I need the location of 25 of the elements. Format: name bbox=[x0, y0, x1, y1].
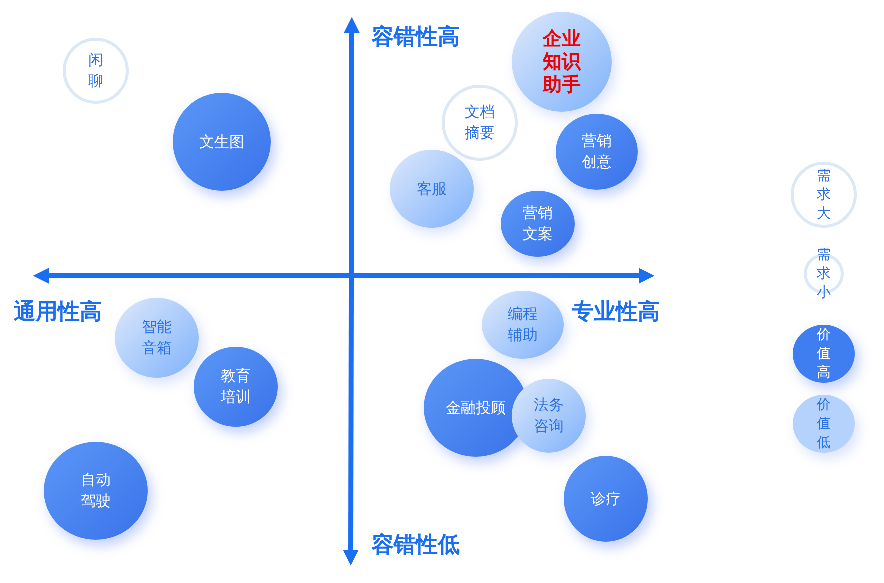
bubble-label: 智能音箱 bbox=[141, 317, 173, 359]
bubble bbox=[512, 379, 586, 453]
bubble-label: 自动驾驶 bbox=[80, 470, 112, 512]
axis-label: 容错性高 bbox=[372, 24, 460, 52]
axis-label: 专业性高 bbox=[572, 298, 660, 327]
bubble-label: 诊疗 bbox=[590, 488, 622, 510]
axis-label: 通用性高 bbox=[14, 298, 102, 327]
bubble-label: 教育培训 bbox=[220, 366, 252, 408]
legend-label: 需求大 bbox=[816, 166, 832, 224]
bubble-label: 编程辅助 bbox=[507, 304, 539, 346]
bubble-label: 文生图 bbox=[198, 132, 246, 152]
legend-label: 需求小 bbox=[816, 246, 832, 302]
bubble-label: 营销创意 bbox=[581, 131, 613, 173]
bubble-label: 闲聊 bbox=[88, 50, 104, 92]
bubble-label: 法务咨询 bbox=[533, 395, 565, 437]
legend-label: 价值高 bbox=[816, 326, 832, 382]
bubble-label: 企业知识助手 bbox=[542, 28, 582, 96]
bubble-label: 金融投顾 bbox=[445, 398, 507, 418]
axis-label: 容错性低 bbox=[372, 532, 460, 560]
bubble-label: 客服 bbox=[416, 178, 448, 200]
bubble-label: 营销文案 bbox=[522, 203, 554, 245]
bubble bbox=[556, 114, 638, 190]
bubble bbox=[194, 347, 278, 427]
bubble-label: 文档摘要 bbox=[464, 102, 496, 144]
legend-label: 价值低 bbox=[816, 396, 832, 452]
